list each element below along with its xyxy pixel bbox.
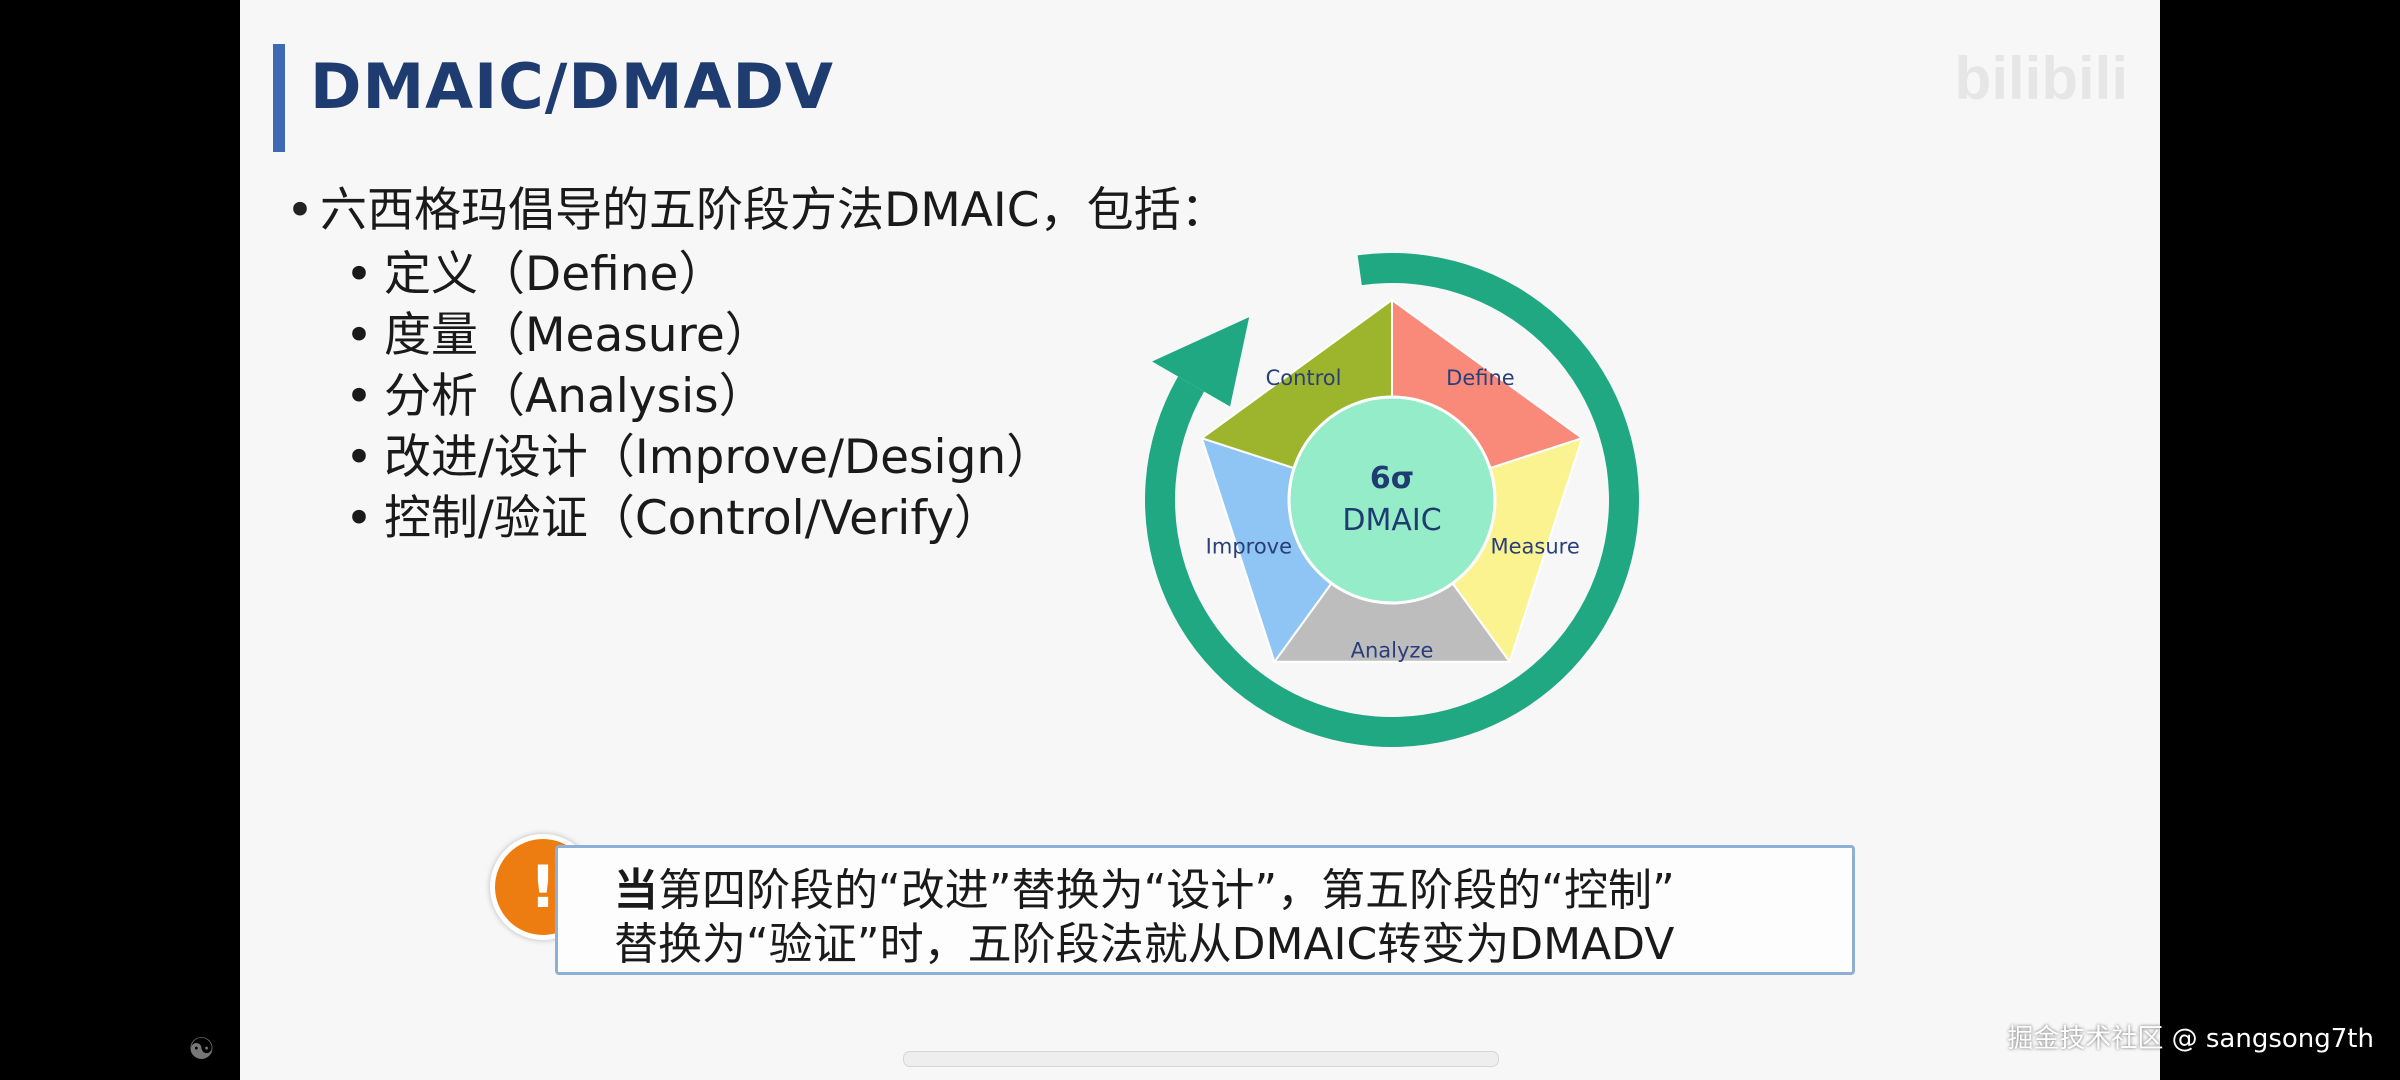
bullet-dot-icon: • [345, 430, 373, 485]
bullet-dot-icon: • [345, 308, 373, 363]
sub-bullet-analysis: •分析（Analysis） [280, 366, 1228, 427]
center-circle [1287, 395, 1497, 605]
source-credit: 掘金技术社区 @ sangsong7th [2007, 1024, 2374, 1054]
cycle-arrow-head-icon [1152, 317, 1250, 407]
bilibili-watermark: bilibili [1954, 45, 2128, 112]
home-indicator-bar[interactable] [903, 1051, 1499, 1067]
sub-bullet-measure: •度量（Measure） [280, 305, 1228, 366]
people-icon[interactable]: ☯ [188, 1032, 215, 1067]
note-box: 当第四阶段的“改进”替换为“设计”，第五阶段的“控制” 替换为“验证”时，五阶段… [555, 845, 1855, 975]
bullet-dot-icon: • [345, 369, 373, 424]
title-accent-bar [273, 44, 285, 152]
sub-bullet-text: 改进/设计（Improve/Design） [384, 430, 1054, 485]
slide: DMAIC/DMADV bilibili •六西格玛倡导的五阶段方法DMAIC，… [240, 0, 2160, 1080]
center-label-sigma: 6σ [1370, 461, 1414, 496]
bullet-dot-icon: • [345, 491, 373, 546]
bullet-list: •六西格玛倡导的五阶段方法DMAIC，包括： •定义（Define） •度量（M… [280, 178, 1228, 549]
dmaic-segments [1199, 298, 1585, 664]
sub-bullet-text: 分析（Analysis） [384, 369, 766, 424]
sub-bullet-text: 控制/验证（Control/Verify） [384, 491, 1001, 546]
slide-title: DMAIC/DMADV [310, 50, 834, 123]
main-bullet: •六西格玛倡导的五阶段方法DMAIC，包括： [280, 178, 1228, 244]
bullet-dot-icon: • [286, 183, 314, 238]
sub-bullet-text: 定义（Define） [384, 247, 726, 302]
main-bullet-text: 六西格玛倡导的五阶段方法DMAIC，包括： [320, 183, 1228, 238]
note-line1: 第四阶段的“改进”替换为“设计”，第五阶段的“控制” [658, 865, 1675, 916]
note-text: 当第四阶段的“改进”替换为“设计”，第五阶段的“控制” 替换为“验证”时，五阶段… [614, 864, 1675, 972]
center-label-dmaic: DMAIC [1342, 503, 1441, 538]
dmaic-cycle-diagram: 6σ DMAIC Define Measure Analyze Improve … [1145, 253, 1639, 747]
sub-bullet-text: 度量（Measure） [384, 308, 772, 363]
sub-bullet-improve: •改进/设计（Improve/Design） [280, 427, 1228, 488]
note-first-char: 当 [614, 865, 658, 916]
sub-bullet-list: •定义（Define） •度量（Measure） •分析（Analysis） •… [280, 244, 1228, 549]
bullet-dot-icon: • [345, 247, 373, 302]
segment-label-measure: Measure [1491, 535, 1580, 559]
segment-label-improve: Improve [1206, 535, 1292, 559]
segment-label-define: Define [1446, 366, 1515, 390]
sub-bullet-control: •控制/验证（Control/Verify） [280, 488, 1228, 549]
note-line2: 替换为“验证”时，五阶段法就从DMAIC转变为DMADV [614, 919, 1675, 970]
segment-label-control: Control [1266, 366, 1342, 390]
sub-bullet-define: •定义（Define） [280, 244, 1228, 305]
segment-label-analyze: Analyze [1351, 639, 1434, 663]
